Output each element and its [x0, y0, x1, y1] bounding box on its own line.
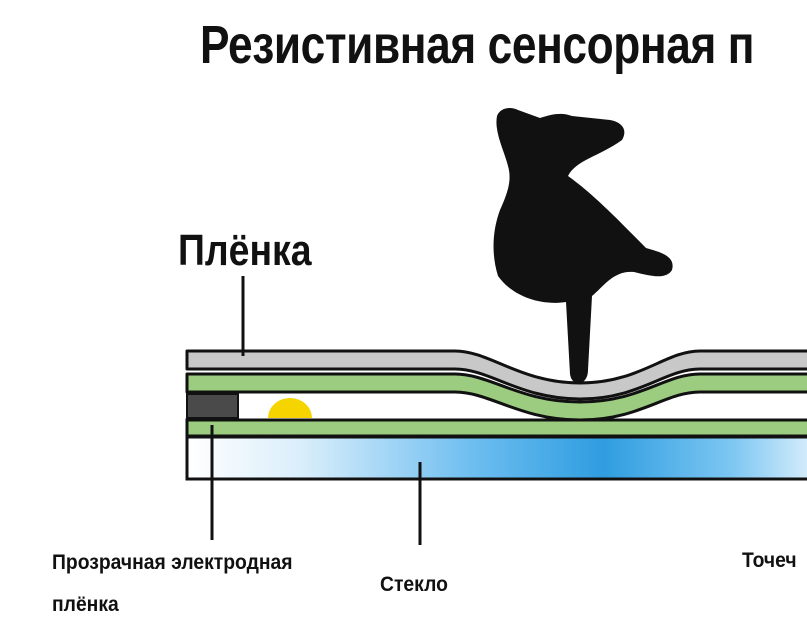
pointing-hand-icon: [493, 108, 673, 384]
lower-electrode-layer: [185, 418, 807, 438]
glass-label: Стекло: [380, 573, 448, 596]
electrode-label-line2: плёнка: [52, 593, 119, 616]
spacer-block: [186, 393, 239, 419]
point-label: Точеч: [742, 549, 797, 572]
diagram-title: Резистивная сенсорная п: [200, 15, 755, 75]
film-label: Плёнка: [178, 226, 312, 275]
electrode-label-line1: Прозрачная электродная: [52, 551, 293, 574]
spacer-dot: [268, 398, 312, 418]
glass-layer: [185, 435, 807, 481]
top-film-layer: [185, 349, 807, 401]
upper-electrode-layer: [185, 372, 807, 422]
